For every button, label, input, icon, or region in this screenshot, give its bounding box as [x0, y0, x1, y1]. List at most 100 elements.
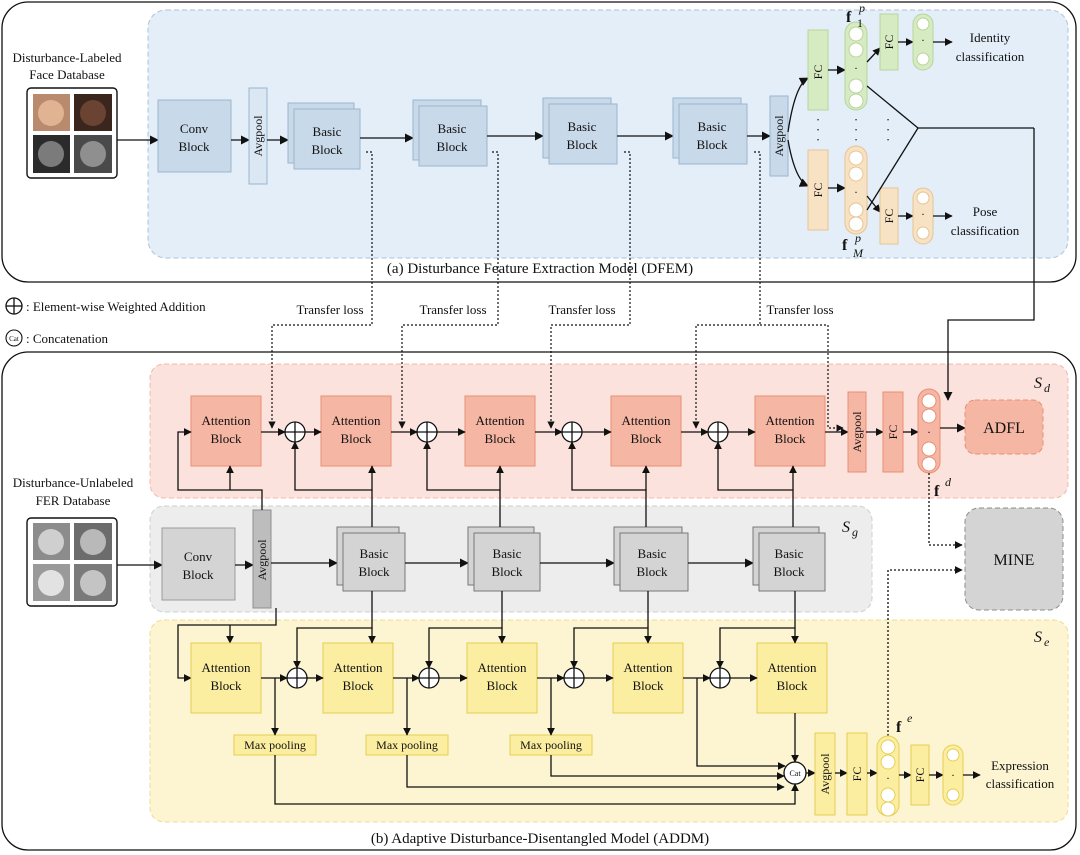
dfem-face-images	[26, 87, 118, 179]
dfem-fc-identity: FC	[807, 29, 829, 111]
dfem-basic-block-1: Basic Block	[287, 102, 361, 170]
svg-text:FC: FC	[882, 35, 896, 50]
se-add-node-2	[418, 667, 440, 689]
svg-text:Block: Block	[636, 564, 668, 579]
dfem-panel: Disturbance-Labeled Face Database Conv B…	[1, 1, 1077, 283]
svg-text:Attention: Attention	[765, 413, 815, 428]
transfer-loss-connectors	[268, 151, 844, 432]
svg-text:Avgpool: Avgpool	[772, 115, 786, 157]
svg-text:Avgpool: Avgpool	[850, 411, 864, 453]
dfem-caption: (a) Disturbance Feature Extraction Model…	[387, 261, 693, 277]
se-attention-block-1: Attention Block	[190, 642, 262, 714]
fd-label: f d	[934, 475, 952, 500]
svg-text:f: f	[842, 237, 848, 254]
dfem-basic-block-3: Basic Block	[542, 97, 618, 165]
addm-panel: S d S g S e Disturbance-Unlabeled FER Da…	[1, 128, 1077, 851]
svg-text:·: ·	[854, 61, 858, 75]
expression-label-2: classification	[986, 776, 1055, 791]
svg-text:Basic: Basic	[493, 546, 522, 561]
sd-attention-block-2: Attention Block	[320, 395, 392, 467]
dfem-pose-label-2: classification	[951, 223, 1020, 238]
expression-label-1: Expression	[991, 758, 1049, 773]
svg-text:·: ·	[854, 132, 858, 147]
svg-text:·: ·	[816, 122, 820, 137]
svg-text:Block: Block	[210, 678, 242, 693]
dfem-fc-pose: FC	[807, 149, 829, 231]
svg-text:S: S	[1034, 629, 1042, 646]
svg-text:FC: FC	[913, 768, 927, 783]
sd-add-node-3	[561, 421, 583, 443]
svg-text:Block: Block	[491, 564, 523, 579]
transfer-loss-4: Transfer loss	[766, 302, 833, 317]
svg-text:Cat: Cat	[789, 769, 801, 778]
svg-text:·: ·	[854, 122, 858, 137]
transfer-loss-1: Transfer loss	[296, 302, 363, 317]
svg-text:Basic: Basic	[775, 546, 804, 561]
svg-text:Block: Block	[484, 431, 516, 446]
legend: : Element-wise Weighted Addition Cat : C…	[5, 297, 206, 347]
dfem-identity-vector: ·	[912, 13, 934, 71]
svg-text:Block: Block	[696, 137, 728, 152]
dfem-feature-vector-m: ·	[844, 145, 868, 235]
svg-text:p: p	[858, 1, 865, 15]
svg-text:·: ·	[816, 132, 820, 147]
svg-text:d: d	[1044, 381, 1051, 395]
adfl-box: ADFL	[964, 399, 1044, 455]
svg-text:·: ·	[886, 122, 890, 137]
sd-feature-vector: ·	[917, 388, 941, 474]
svg-text:FC: FC	[811, 65, 825, 80]
se-add-node-4	[709, 667, 731, 689]
se-expression-vector: ·	[942, 744, 964, 806]
sd-add-node-1	[284, 421, 306, 443]
svg-text:MINE: MINE	[994, 552, 1035, 569]
svg-text:Basic: Basic	[638, 546, 667, 561]
svg-text:·: ·	[854, 112, 858, 127]
se-attention-block-2: Attention Block	[322, 642, 394, 714]
svg-text:Block: Block	[566, 137, 598, 152]
svg-text:·: ·	[951, 768, 955, 782]
mine-box: MINE	[964, 507, 1064, 611]
svg-text:FC: FC	[882, 209, 896, 224]
sd-avgpool: Avgpool	[847, 391, 867, 473]
svg-text:Attention: Attention	[767, 660, 817, 675]
svg-text:f: f	[896, 719, 902, 736]
se-add-node-1	[286, 667, 308, 689]
svg-text:Avgpool: Avgpool	[818, 753, 832, 795]
sd-attention-block-4: Attention Block	[610, 395, 682, 467]
se-fc: FC	[846, 732, 868, 816]
svg-text:f: f	[934, 483, 940, 500]
se-attention-block-4: Attention Block	[612, 642, 684, 714]
svg-text:·: ·	[886, 771, 890, 785]
svg-text:p: p	[854, 231, 861, 245]
svg-text:Block: Block	[182, 567, 214, 582]
svg-text:Cat: Cat	[9, 335, 19, 343]
weighted-addition-icon	[5, 297, 23, 315]
dfem-conv-block: Conv Block	[157, 99, 232, 173]
concat-icon: Cat	[5, 329, 23, 347]
transfer-loss-3: Transfer loss	[548, 302, 615, 317]
se-feature-vector: ·	[876, 735, 900, 817]
svg-text:Basic: Basic	[438, 121, 467, 136]
dfem-basic-block-2: Basic Block	[412, 99, 488, 167]
dfem-avgpool-1: Avgpool	[248, 87, 268, 185]
svg-text:Attention: Attention	[475, 413, 525, 428]
svg-text:Block: Block	[776, 678, 808, 693]
addm-basic-block-2: Basic Block	[467, 526, 541, 592]
svg-text:Basic: Basic	[360, 546, 389, 561]
svg-text:Block: Block	[178, 139, 210, 154]
svg-text:Avgpool: Avgpool	[255, 539, 269, 581]
dfem-pose-label-1: Pose	[973, 204, 998, 219]
max-pooling-2: Max pooling	[365, 734, 449, 756]
svg-text:FC: FC	[886, 425, 900, 440]
svg-text:Block: Block	[630, 431, 662, 446]
dfem-identity-label-2: classification	[956, 49, 1025, 64]
svg-text:Block: Block	[486, 678, 518, 693]
se-band	[149, 619, 1069, 823]
addm-face-images	[26, 517, 118, 607]
svg-text:Block: Block	[774, 431, 806, 446]
addm-basic-block-4: Basic Block	[752, 526, 826, 592]
svg-text:M: M	[852, 246, 864, 260]
svg-text:Block: Block	[311, 142, 343, 157]
dfem-basic-block-4: Basic Block	[672, 97, 748, 165]
dfem-database-label-1: Disturbance-Labeled	[12, 50, 122, 65]
